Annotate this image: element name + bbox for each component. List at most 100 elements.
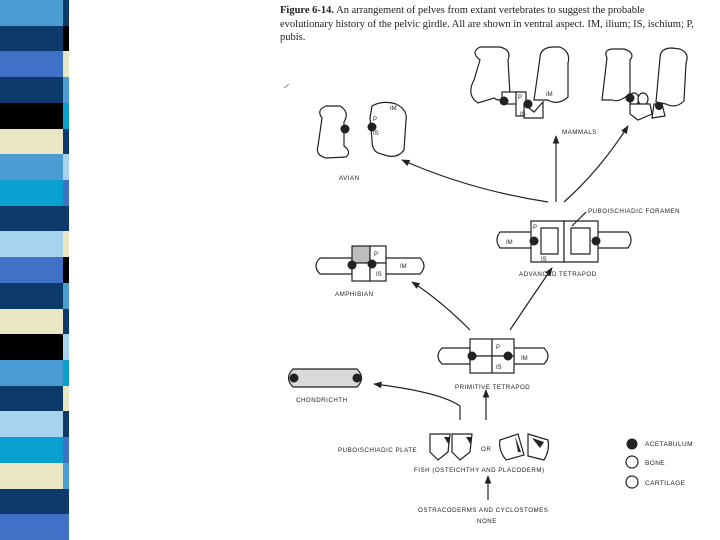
- amphibian-pelvis: P IS IM: [315, 245, 425, 282]
- stripe-rail: [63, 488, 69, 515]
- pubis-abbrev: P: [518, 95, 522, 101]
- fish-puboischiadic-plate-b: [499, 433, 550, 461]
- stripe-block: [0, 437, 69, 464]
- stripe-block: [0, 308, 69, 335]
- acetabulum-icon: [499, 96, 509, 106]
- stripe-rail: [63, 385, 69, 412]
- stripe-block: [0, 282, 69, 310]
- stripe-block: [0, 128, 69, 155]
- acetabulum-icon: [591, 236, 601, 246]
- stripe-rail: [63, 360, 69, 387]
- ilium-abbrev: IM: [521, 356, 528, 362]
- stripe-block: [0, 51, 69, 78]
- stripe-block: [0, 77, 69, 104]
- label-chondrichthyes: CHONDRICHTH: [296, 397, 348, 404]
- avian-pelvis: IM P IS: [316, 101, 407, 159]
- figure-number: Figure 6-14.: [280, 5, 335, 16]
- stripe-rail: [63, 231, 69, 258]
- stripe-rail: [63, 180, 69, 207]
- stripe-rail: [63, 411, 69, 438]
- acetabulum-icon: [367, 259, 377, 269]
- label-none: NONE: [477, 518, 497, 525]
- stripe-rail: [63, 514, 69, 540]
- label-advanced-tetrapod: ADVANCED TETRAPOD: [519, 271, 597, 278]
- ischium-abbrev: IS: [520, 112, 526, 118]
- label-avian: AVIAN: [339, 175, 360, 182]
- ischium-abbrev: IS: [373, 131, 379, 137]
- label-puboischiadic-foramen: PUBOISCHIADIC FORAMEN: [588, 208, 680, 215]
- acetabulum-icon: [523, 99, 533, 109]
- figure-caption: Figure 6-14. An arrangement of pelves fr…: [280, 4, 700, 45]
- evolution-arrows: [373, 125, 629, 500]
- mammal-pelvis-a: P IS IM: [470, 46, 570, 119]
- ilium-abbrev: IM: [506, 240, 513, 246]
- acetabulum-icon: [289, 373, 299, 383]
- stripe-block: [0, 411, 69, 438]
- ilium-abbrev: IM: [546, 92, 553, 98]
- label-or: OR: [481, 446, 491, 453]
- cartilage-icon: [625, 475, 639, 489]
- legend-symbols: [625, 438, 639, 489]
- stripe-rail: [63, 205, 69, 232]
- acetabulum-icon: [352, 373, 362, 383]
- caption-text: An arrangement of pelves from extant ver…: [280, 5, 694, 43]
- fish-puboischiadic-plate-a: [429, 433, 473, 461]
- acetabulum-icon: [347, 260, 357, 270]
- label-amphibian: AMPHIBIAN: [335, 291, 374, 298]
- stripe-block: [0, 514, 69, 540]
- acetabulum-icon: [625, 93, 635, 103]
- pubis-abbrev: P: [533, 225, 537, 231]
- stripe-block: [0, 25, 69, 52]
- stripe-block: [0, 360, 69, 387]
- stripe-block: [0, 154, 69, 181]
- label-ostracoderms: OSTRACODERMS AND CYCLOSTOMES: [418, 507, 548, 514]
- stripe-block: [0, 462, 69, 490]
- ilium-abbrev: IM: [390, 106, 397, 112]
- acetabulum-icon: [626, 438, 638, 450]
- stripe-block: [0, 231, 69, 258]
- stripe-rail: [63, 462, 69, 490]
- pubis-abbrev: P: [374, 252, 378, 258]
- chondrichthyes-pelvis: [287, 368, 363, 388]
- acetabulum-icon: [467, 351, 477, 361]
- bone-icon: [625, 455, 639, 469]
- stripe-rail: [63, 308, 69, 335]
- stripe-rail: [63, 437, 69, 464]
- stripe-block: [0, 488, 69, 515]
- stripe-block: [0, 0, 69, 27]
- stripe-block: [0, 334, 69, 361]
- label-mammals: MAMMALS: [562, 129, 597, 136]
- primitive-tetrapod-pelvis: P IS IM: [437, 338, 549, 374]
- stripe-block: [0, 385, 69, 412]
- label-fish: FISH (OSTEICHTHY AND PLACODERM): [414, 467, 545, 474]
- acetabulum-icon: [655, 102, 663, 110]
- acetabulum-icon: [503, 351, 513, 361]
- decorative-side-stripe: [0, 0, 69, 540]
- mammal-pelvis-b: [601, 47, 688, 121]
- ischium-abbrev: IS: [541, 257, 547, 263]
- stripe-rail: [63, 77, 69, 104]
- stripe-rail: [63, 154, 69, 181]
- stripe-rail: [63, 25, 69, 52]
- legend-bone: BONE: [645, 460, 665, 467]
- pubis-abbrev: P: [373, 117, 377, 123]
- ischium-abbrev: IS: [376, 272, 382, 278]
- stripe-rail: [63, 102, 69, 130]
- ilium-abbrev: IM: [400, 264, 407, 270]
- label-primitive-tetrapod: PRIMITIVE TETRAPOD: [455, 384, 530, 391]
- stripe-block: [0, 180, 69, 207]
- stripe-rail: [63, 334, 69, 361]
- stripe-block: [0, 205, 69, 232]
- acetabulum-icon: [529, 236, 539, 246]
- legend-acetabulum: ACETABULUM: [645, 441, 693, 448]
- stripe-rail: [63, 257, 69, 284]
- ischium-abbrev: IS: [496, 365, 502, 371]
- stripe-block: [0, 257, 69, 284]
- pubis-abbrev: P: [496, 345, 500, 351]
- stripe-block: [0, 102, 69, 130]
- stripe-rail: [63, 0, 69, 27]
- label-puboischiadic-plate: PUBOISCHIADIC PLATE: [338, 447, 417, 454]
- legend-cartilage: CARTILAGE: [645, 480, 686, 487]
- stripe-rail: [63, 128, 69, 155]
